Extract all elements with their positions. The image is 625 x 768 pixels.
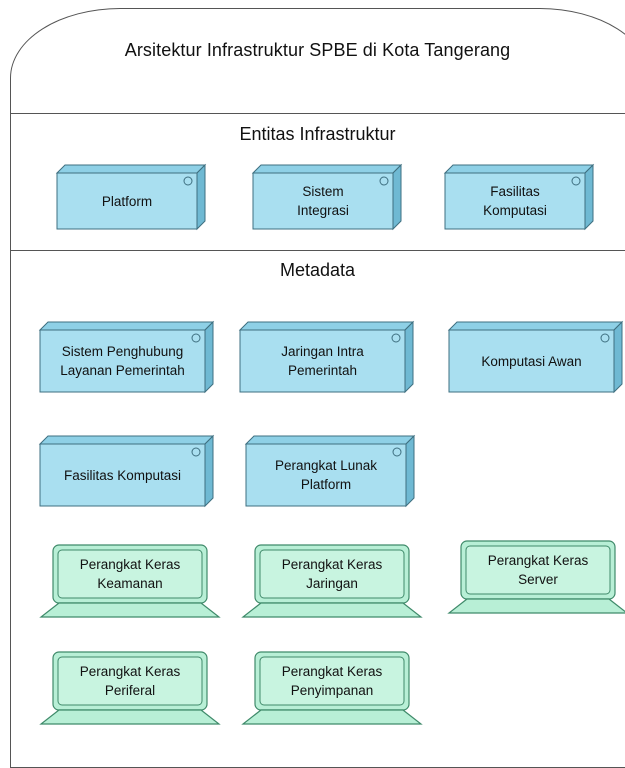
section-divider-top [10, 113, 625, 114]
device-label: Perangkat Keras Server [487, 553, 589, 587]
node-shape [38, 320, 215, 394]
node-shape [443, 163, 595, 231]
node-shape [244, 434, 416, 508]
node-label: Jaringan Intra Pemerintah [281, 344, 364, 378]
node-label: Perangkat Lunak Platform [274, 458, 378, 492]
node-shape [447, 320, 624, 394]
device-jaringan: Perangkat Keras Jaringan [241, 544, 423, 618]
node-label: Komputasi Awan [481, 353, 582, 369]
device-label: Perangkat Keras Periferal [79, 664, 181, 698]
node-label: Fasilitas Komputasi [63, 467, 182, 483]
device-shape [39, 651, 221, 725]
device-label: Perangkat Keras Jaringan [281, 557, 383, 591]
node-shape [251, 163, 403, 231]
node-shape [238, 320, 415, 394]
node-label: Platform [101, 193, 153, 209]
node-perangkat-lunak-platform: Perangkat Lunak Platform [244, 434, 416, 508]
device-shape [241, 651, 423, 725]
node-shape [38, 434, 215, 508]
device-penyimpanan: Perangkat Keras Penyimpanan [241, 651, 423, 725]
node-label: Sistem Penghubung Layanan Pemerintah [60, 344, 185, 378]
device-periferal: Perangkat Keras Periferal [39, 651, 221, 725]
device-shape [447, 540, 625, 614]
device-label: Perangkat Keras Penyimpanan [281, 664, 383, 698]
section-title-entitas: Entitas Infrastruktur [239, 124, 396, 144]
section-title-metadata: Metadata [279, 260, 356, 280]
device-server: Perangkat Keras Server [447, 540, 625, 614]
node-komputasi-awan: Komputasi Awan [447, 320, 624, 394]
node-fasilitas-komputasi: Fasilitas Komputasi [443, 163, 595, 231]
node-label: Fasilitas Komputasi [483, 184, 547, 218]
node-jaringan-intra: Jaringan Intra Pemerintah [238, 320, 415, 394]
device-keamanan: Perangkat Keras Keamanan [39, 544, 221, 618]
node-shape [55, 163, 207, 231]
node-fasilitas-komputasi-metadata: Fasilitas Komputasi [38, 434, 215, 508]
node-sistem-integrasi: Sistem Integrasi [251, 163, 403, 231]
node-sistem-penghubung: Sistem Penghubung Layanan Pemerintah [38, 320, 215, 394]
section-divider-metadata [10, 250, 625, 251]
device-label: Perangkat Keras Keamanan [79, 557, 181, 591]
node-platform: Platform [55, 163, 207, 231]
node-label: Sistem Integrasi [297, 184, 349, 218]
device-shape [241, 544, 423, 618]
device-shape [39, 544, 221, 618]
diagram-title: Arsitektur Infrastruktur SPBE di Kota Ta… [124, 40, 511, 60]
